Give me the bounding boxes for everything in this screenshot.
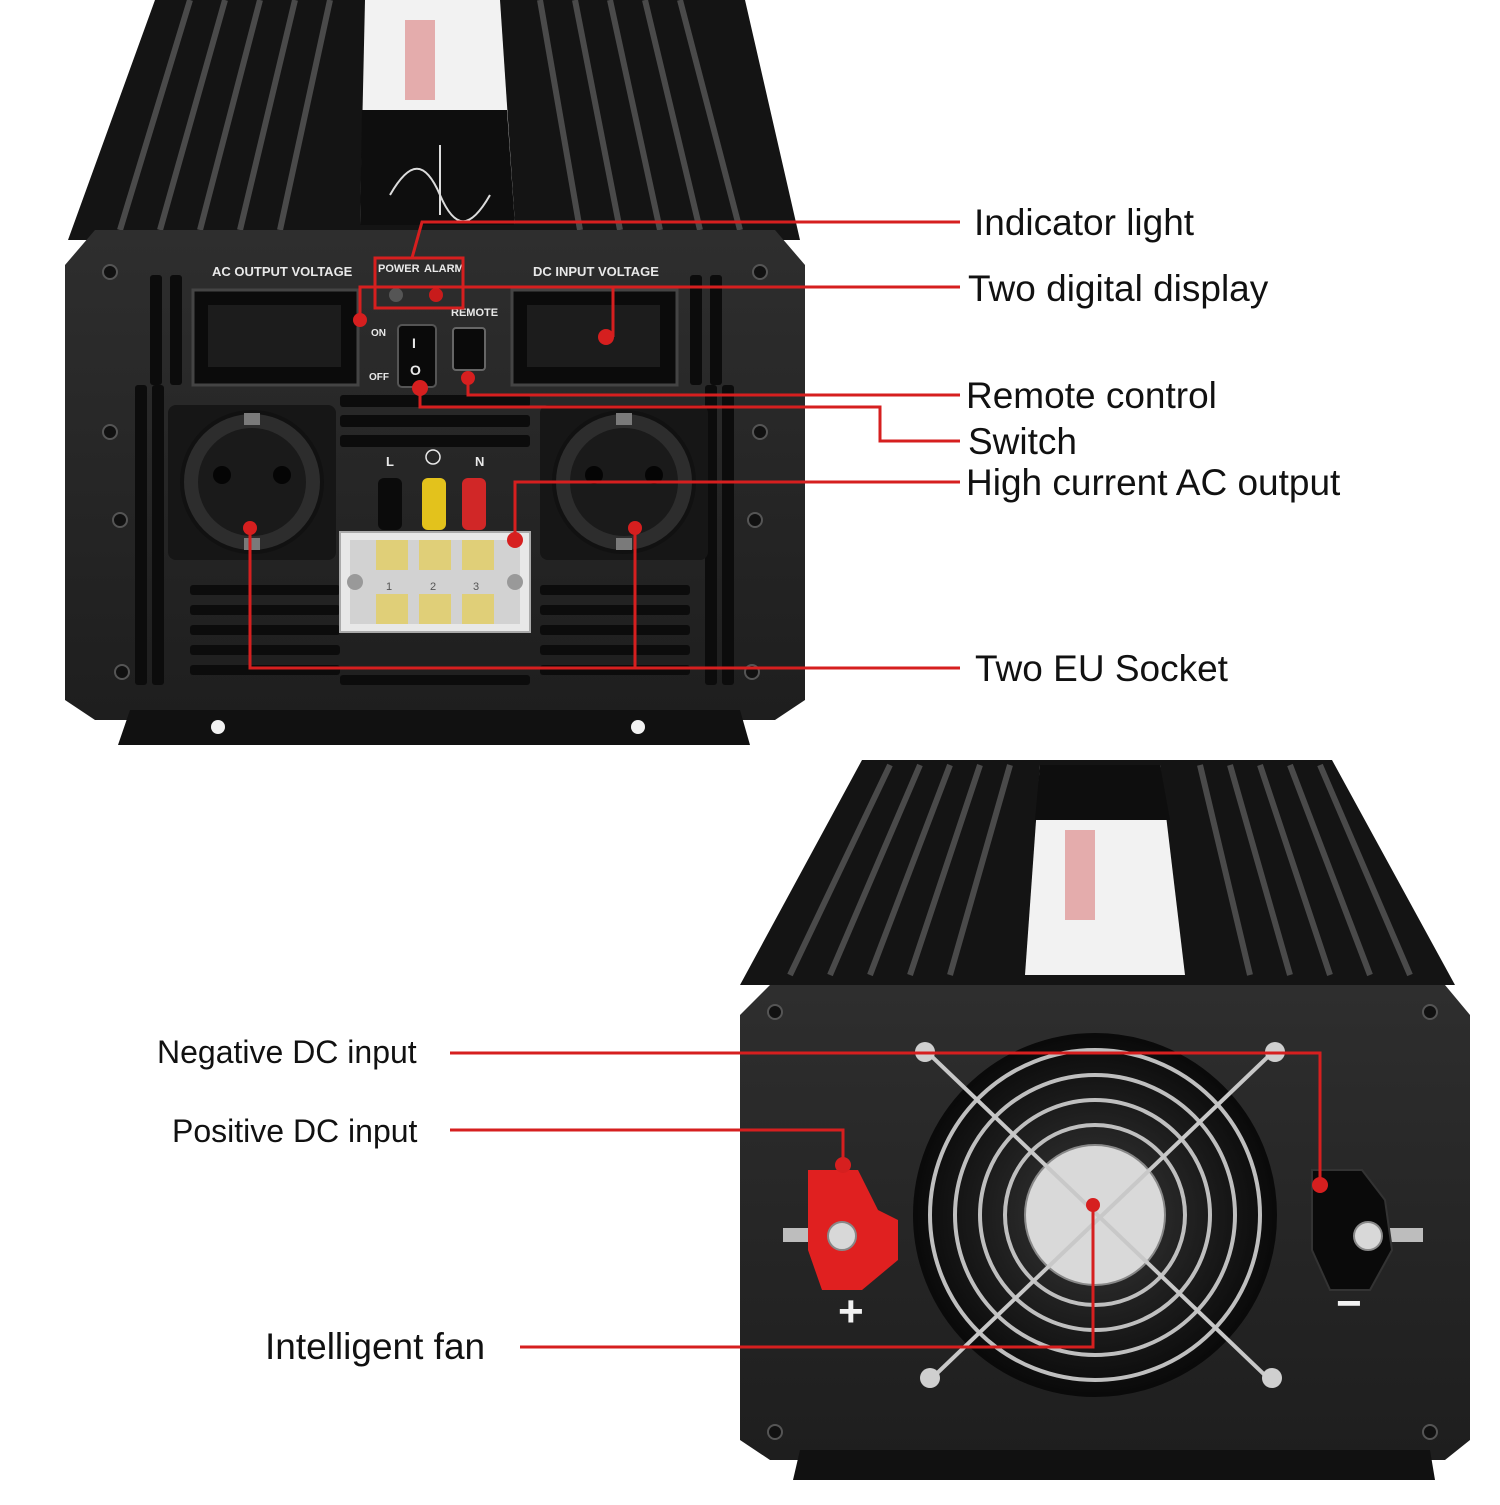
callout-positive-dc-input: Positive DC input: [172, 1113, 418, 1149]
positive-dc-leader: [450, 1128, 845, 1165]
callout-intelligent-fan: Intelligent fan: [265, 1326, 486, 1367]
callout-negative-dc-input: Negative DC input: [157, 1034, 417, 1070]
rear-unit-foot: [793, 1450, 1435, 1480]
switch-off-mark: O: [410, 362, 421, 378]
eu-socket-leader: [248, 528, 960, 670]
negative-terminal-symbol: −: [1336, 1279, 1362, 1328]
remote-port-label: REMOTE: [451, 307, 498, 319]
switch-on-label: ON: [371, 328, 386, 339]
power-indicator-led: [389, 288, 403, 302]
callout-switch: Switch: [968, 421, 1077, 462]
neutral-terminal-label: N: [475, 454, 484, 469]
power-indicator-label: POWER: [378, 263, 420, 275]
alarm-indicator-label: ALARM: [424, 263, 464, 275]
switch-leader: [418, 388, 960, 443]
ac-output-voltage-label: AC OUTPUT VOLTAGE: [212, 264, 353, 279]
ground-icon: [425, 449, 441, 465]
indicator-light-box: [373, 256, 465, 310]
front-unit-heatsink-fins: [117, 0, 743, 231]
callout-indicator-light: Indicator light: [974, 202, 1195, 243]
rear-panel-screws: [767, 1004, 1438, 1440]
indicator-light-leader: [410, 220, 960, 259]
callout-two-digital-display: Two digital display: [968, 268, 1269, 309]
callout-dots: [243, 313, 1328, 1212]
callout-remote-control: Remote control: [966, 375, 1217, 416]
dc-input-voltage-label: DC INPUT VOLTAGE: [533, 264, 659, 279]
eu-socket-left[interactable]: [168, 405, 336, 560]
switch-off-label: OFF: [369, 372, 389, 383]
callout-high-current-ac-output: High current AC output: [966, 462, 1341, 503]
positive-dc-terminal[interactable]: [783, 1170, 898, 1290]
line-terminal-label: L: [386, 454, 394, 469]
negative-dc-terminal[interactable]: [1311, 1169, 1423, 1291]
ac-output-leader: [513, 480, 960, 540]
ac-terminal-wires: [378, 478, 486, 530]
front-unit-top-label-dark: [360, 110, 515, 225]
positive-terminal-symbol: +: [838, 1287, 864, 1336]
terminal-number-3: 3: [473, 581, 479, 593]
terminal-number-1: 1: [386, 581, 392, 593]
rear-unit-top-label-dark: [1035, 765, 1170, 820]
remote-port[interactable]: [452, 327, 486, 371]
cooling-fan: [913, 1033, 1285, 1397]
rear-unit: + −: [740, 760, 1470, 1480]
negative-dc-leader: [450, 1051, 1322, 1185]
intelligent-fan-leader: [520, 1205, 1095, 1349]
front-unit: AC OUTPUT VOLTAGE DC INPUT VOLTAGE POWER…: [65, 0, 805, 745]
alarm-indicator-led: [429, 288, 443, 302]
callout-two-eu-socket: Two EU Socket: [975, 648, 1228, 689]
front-panel-screws: [102, 264, 768, 680]
front-unit-foot: [118, 710, 750, 745]
terminal-number-2: 2: [430, 581, 436, 593]
rear-unit-heatsink-fins: [787, 763, 1413, 977]
ac-terminal-block[interactable]: [339, 531, 531, 633]
switch-on-mark: I: [412, 335, 416, 351]
